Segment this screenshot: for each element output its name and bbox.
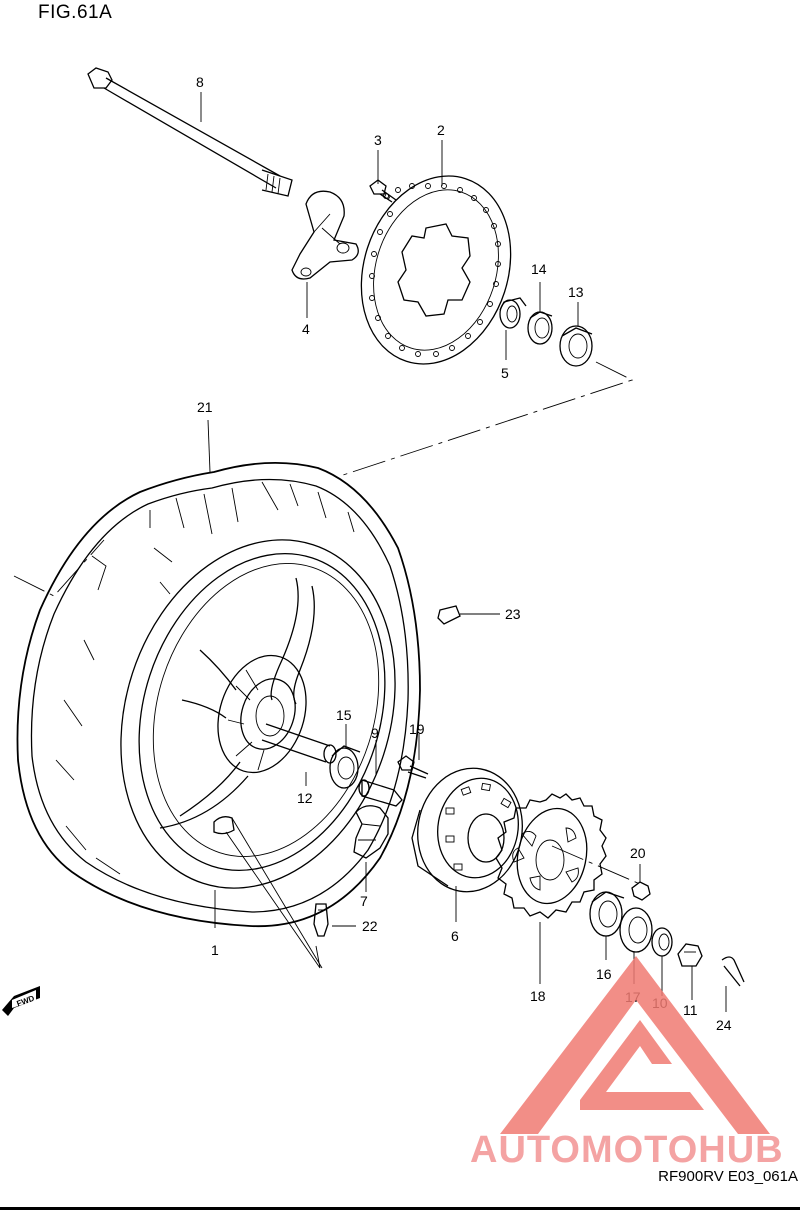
disc-bolt-part[interactable] (369, 179, 397, 203)
callout-12: 12 (297, 790, 313, 806)
watermark-triangle-icon (500, 956, 770, 1134)
callout-3: 3 (374, 132, 382, 148)
axle-nut-part[interactable] (677, 943, 703, 967)
leader-lines (13, 92, 727, 1012)
wheel-rim-part[interactable] (77, 504, 438, 924)
figure-title: FIG.61A (38, 2, 113, 23)
callout-7: 7 (360, 893, 368, 909)
sprocket-drum-part[interactable] (408, 760, 532, 900)
callout-20: 20 (630, 845, 646, 861)
caliper-bracket-part[interactable] (291, 190, 359, 280)
diagram-reference-code: RF900RV E03_061A (658, 1168, 798, 1185)
callout-15: 15 (336, 707, 352, 723)
watermark-logo: AUTOMOTOHUB (470, 956, 784, 1171)
callout-16: 16 (596, 966, 612, 982)
tyre-valve-part[interactable] (313, 903, 329, 937)
spacer-10-part[interactable] (651, 927, 673, 957)
callout-5: 5 (501, 365, 509, 381)
callout-13: 13 (568, 284, 584, 300)
cotter-pin-part[interactable] (721, 956, 745, 987)
oil-seal-17-part[interactable] (619, 907, 653, 953)
callout-labels: 1 2 3 4 5 6 7 8 9 10 11 12 13 14 15 16 1… (196, 74, 732, 1033)
watermark-text: AUTOMOTOHUB (470, 1129, 784, 1171)
hub-spacer-part[interactable] (261, 723, 337, 764)
tyre-part[interactable] (16, 461, 421, 928)
callout-2: 2 (437, 122, 445, 138)
callout-24: 24 (716, 1017, 732, 1033)
callout-4: 4 (302, 321, 310, 337)
bearing-13-part[interactable] (559, 325, 593, 367)
fwd-arrow-icon: FWD (2, 986, 40, 1016)
callout-14: 14 (531, 261, 547, 277)
axle-part[interactable] (87, 67, 293, 197)
disc-spacer-part[interactable] (499, 297, 527, 329)
brake-disc-part[interactable] (338, 156, 534, 383)
balance-weight-part[interactable] (437, 605, 461, 625)
sprocket-part[interactable] (495, 793, 607, 919)
callout-23: 23 (505, 606, 521, 622)
bottom-border (0, 1207, 800, 1210)
sprocket-cushion-part[interactable] (353, 805, 389, 859)
callout-1: 1 (211, 942, 219, 958)
sprocket-nut-part[interactable] (631, 881, 651, 901)
oil-seal-part[interactable] (527, 311, 553, 345)
callout-22: 22 (362, 918, 378, 934)
callout-18: 18 (530, 988, 546, 1004)
callout-21: 21 (197, 399, 213, 415)
watermark-inner-shape-icon (580, 1020, 704, 1110)
mount-bolt-part[interactable] (397, 755, 429, 779)
callout-8: 8 (196, 74, 204, 90)
callout-9: 9 (371, 725, 379, 741)
callout-11: 11 (683, 1002, 698, 1018)
bearing-15-part[interactable] (329, 745, 361, 789)
bearing-16-part[interactable] (589, 891, 625, 937)
callout-6: 6 (451, 928, 459, 944)
spacer-9-part[interactable] (358, 779, 403, 807)
callout-19: 19 (409, 721, 425, 737)
